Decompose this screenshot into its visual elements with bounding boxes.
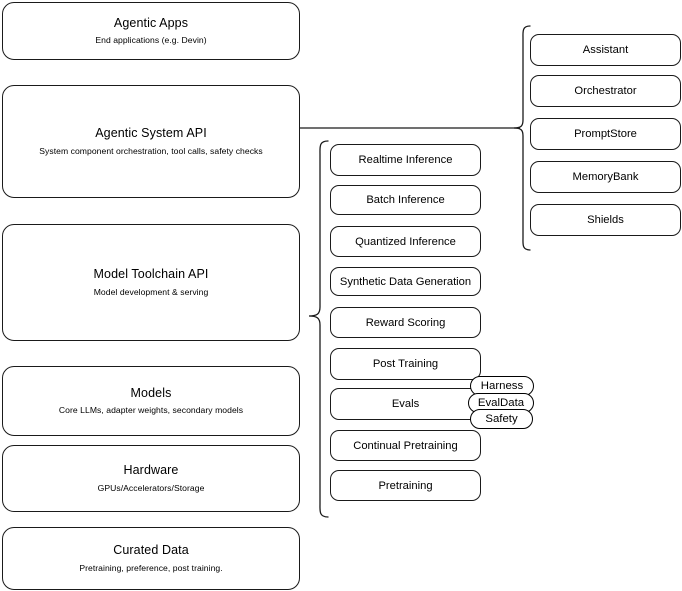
- agentic-system-connector-line: [300, 127, 520, 129]
- component-promptstore[interactable]: PromptStore: [530, 118, 681, 150]
- component-batch-inference[interactable]: Batch Inference: [330, 185, 481, 215]
- stack-layer-agentic-system-api[interactable]: Agentic System API System component orch…: [2, 85, 300, 198]
- component-assistant[interactable]: Assistant: [530, 34, 681, 66]
- component-memorybank[interactable]: MemoryBank: [530, 161, 681, 193]
- component-evals[interactable]: Evals: [330, 388, 481, 420]
- layer-subtitle: Pretraining, preference, post training.: [79, 562, 223, 573]
- stack-layer-models[interactable]: Models Core LLMs, adapter weights, secon…: [2, 366, 300, 436]
- layer-title: Model Toolchain API: [93, 267, 209, 282]
- layer-title: Hardware: [123, 463, 179, 478]
- layer-title: Agentic Apps: [113, 15, 189, 30]
- component-post-training[interactable]: Post Training: [330, 348, 481, 380]
- component-shields[interactable]: Shields: [530, 204, 681, 236]
- layer-title: Models: [130, 385, 172, 400]
- layer-subtitle: Core LLMs, adapter weights, secondary mo…: [58, 405, 244, 416]
- evals-tag-safety[interactable]: Safety: [470, 409, 533, 429]
- layer-subtitle: System component orchestration, tool cal…: [39, 145, 263, 156]
- layer-subtitle: GPUs/Accelerators/Storage: [97, 482, 205, 493]
- component-synthetic-data-generation[interactable]: Synthetic Data Generation: [330, 267, 481, 296]
- evals-tag-evaldata[interactable]: EvalData: [468, 393, 534, 413]
- stack-layer-model-toolchain-api[interactable]: Model Toolchain API Model development & …: [2, 224, 300, 341]
- stack-layer-hardware[interactable]: Hardware GPUs/Accelerators/Storage: [2, 445, 300, 512]
- stack-layer-agentic-apps[interactable]: Agentic Apps End applications (e.g. Devi…: [2, 2, 300, 60]
- agentic-system-brace: [513, 25, 531, 251]
- stack-layer-curated-data[interactable]: Curated Data Pretraining, preference, po…: [2, 527, 300, 590]
- component-reward-scoring[interactable]: Reward Scoring: [330, 307, 481, 338]
- model-toolchain-brace: [308, 140, 329, 518]
- component-continual-pretraining[interactable]: Continual Pretraining: [330, 430, 481, 461]
- layer-subtitle: Model development & serving: [93, 286, 209, 297]
- component-pretraining[interactable]: Pretraining: [330, 470, 481, 501]
- layer-title: Curated Data: [113, 543, 189, 558]
- layer-title: Agentic System API: [95, 126, 207, 141]
- layer-subtitle: End applications (e.g. Devin): [95, 35, 207, 46]
- component-quantized-inference[interactable]: Quantized Inference: [330, 226, 481, 257]
- component-realtime-inference[interactable]: Realtime Inference: [330, 144, 481, 176]
- component-orchestrator[interactable]: Orchestrator: [530, 75, 681, 107]
